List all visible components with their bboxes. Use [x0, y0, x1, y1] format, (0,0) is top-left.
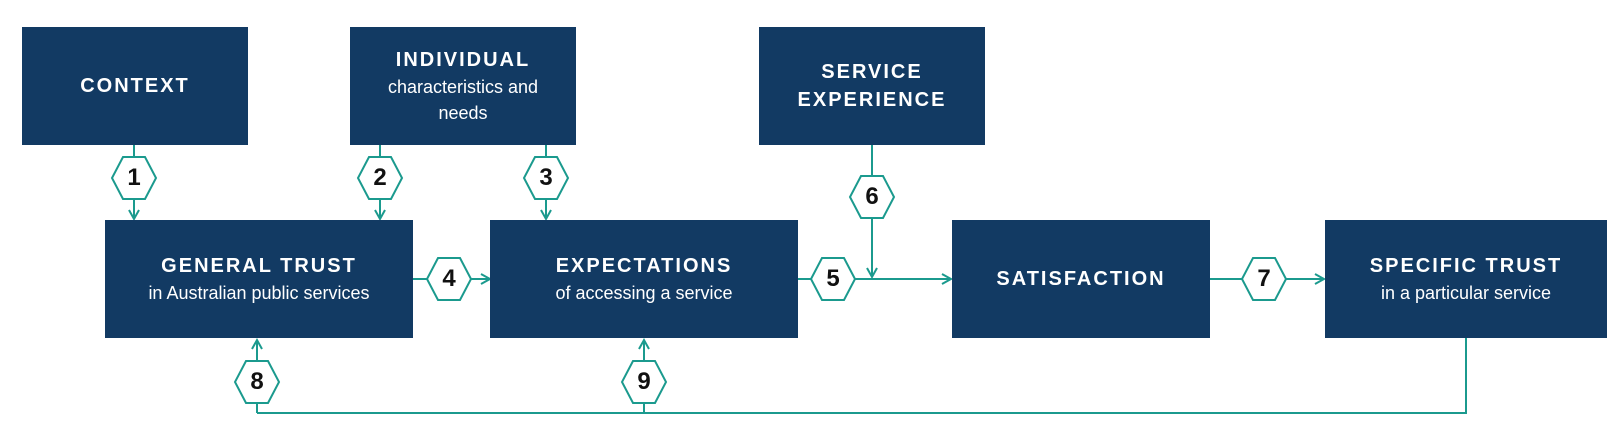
satisfaction-title: SATISFACTION [996, 268, 1166, 290]
hexagon-icon [233, 360, 281, 404]
context-title: CONTEXT [80, 75, 190, 97]
service-experience-box: SERVICE EXPERIENCE [759, 27, 985, 145]
individual-subtitle: characteristics and needs [387, 77, 539, 123]
link-5-badge: 5 [809, 256, 857, 302]
link-2-number: 2 [373, 164, 387, 191]
link-8-badge: 8 [233, 359, 281, 405]
hexagon-icon [620, 360, 668, 404]
link-4-number: 4 [442, 265, 456, 292]
link-1-number: 1 [127, 164, 141, 191]
link-3-badge: 3 [522, 155, 570, 201]
individual-title: INDIVIDUAL [395, 49, 531, 71]
specific-trust-box: SPECIFIC TRUST in a particular service [1325, 220, 1607, 338]
specific-trust-title: SPECIFIC TRUST [1369, 255, 1563, 277]
context-box: CONTEXT [22, 27, 248, 145]
expectations-subtitle: of accessing a service [555, 283, 733, 303]
link-9-badge: 9 [620, 359, 668, 405]
link-1-badge: 1 [110, 155, 158, 201]
specific-trust-subtitle: in a particular service [1380, 283, 1552, 303]
hexagon-icon [522, 156, 570, 200]
link-7-number: 7 [1257, 265, 1271, 292]
expectations-box: EXPECTATIONS of accessing a service [490, 220, 798, 338]
link-4-badge: 4 [425, 256, 473, 302]
hexagon-icon [110, 156, 158, 200]
expectations-title: EXPECTATIONS [555, 255, 733, 277]
satisfaction-box: SATISFACTION [952, 220, 1210, 338]
general-trust-title: GENERAL TRUST [161, 255, 357, 277]
hexagon-icon [425, 257, 473, 301]
link-3-number: 3 [539, 164, 553, 191]
link-6-number: 6 [865, 183, 879, 210]
hexagon-icon [1240, 257, 1288, 301]
general-trust-box: GENERAL TRUST in Australian public servi… [105, 220, 413, 338]
link-8-number: 8 [250, 368, 264, 395]
general-trust-subtitle: in Australian public services [148, 283, 370, 303]
link-9-number: 9 [637, 368, 651, 395]
hexagon-icon [848, 175, 896, 219]
service-experience-title: SERVICE EXPERIENCE [797, 61, 947, 111]
link-7-badge: 7 [1240, 256, 1288, 302]
hexagon-icon [809, 257, 857, 301]
individual-box: INDIVIDUAL characteristics and needs [350, 27, 576, 145]
link-2-badge: 2 [356, 155, 404, 201]
hexagon-icon [356, 156, 404, 200]
link-6-badge: 6 [848, 174, 896, 220]
feedback-line [257, 338, 1467, 414]
link-5-number: 5 [826, 265, 840, 292]
